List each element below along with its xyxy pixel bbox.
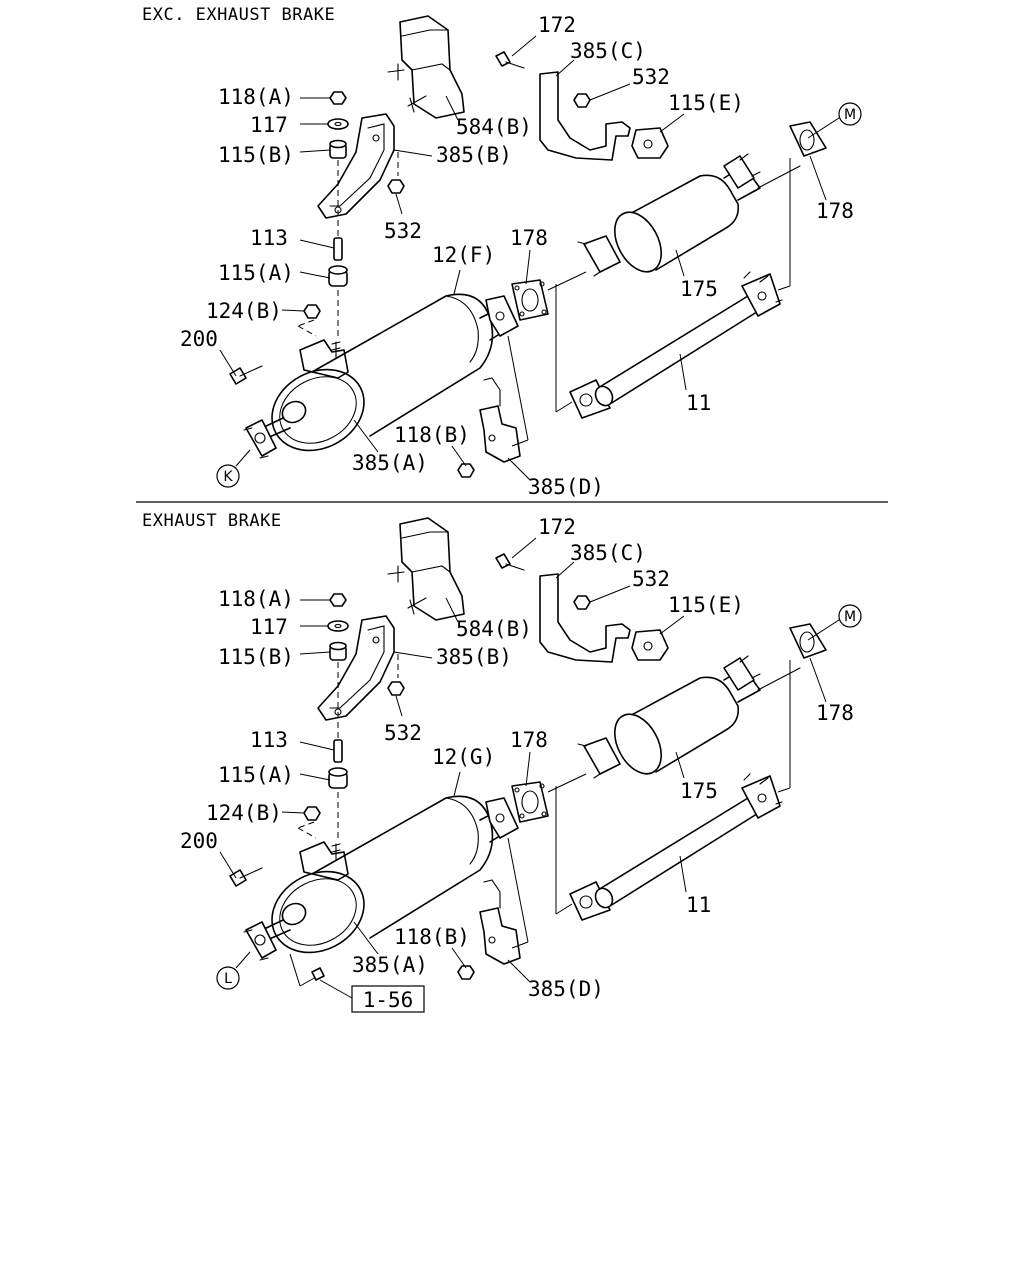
label-124b: 124(B) — [206, 801, 282, 825]
label-113: 113 — [250, 728, 288, 752]
label-178-left: 178 — [510, 226, 548, 250]
label-385c: 385(C) — [570, 39, 646, 63]
label-118b: 118(B) — [394, 925, 470, 949]
label-385a: 385(A) — [352, 953, 428, 977]
label-11: 11 — [686, 893, 711, 917]
ref-inlet-letter: M — [844, 107, 856, 123]
label-385b: 385(B) — [436, 645, 512, 669]
label-118b: 118(B) — [394, 423, 470, 447]
label-115e: 115(E) — [668, 91, 744, 115]
section-title: EXC. EXHAUST BRAKE — [142, 5, 335, 25]
ref-inlet-letter: M — [844, 609, 856, 625]
brake-leader — [289, 953, 301, 987]
label-115a: 115(A) — [218, 261, 294, 285]
label-532-left: 532 — [384, 219, 422, 243]
ref-circle-outlet — [216, 966, 240, 990]
label-175: 175 — [680, 277, 718, 301]
label-178-left: 178 — [510, 728, 548, 752]
page-ref-text: 1-56 — [363, 988, 414, 1012]
label-532-left: 532 — [384, 721, 422, 745]
page-ref-box[interactable] — [351, 985, 425, 1013]
label-178-right: 178 — [816, 199, 854, 223]
label-117: 117 — [250, 113, 288, 137]
label-200: 200 — [180, 327, 218, 351]
label-115e: 115(E) — [668, 593, 744, 617]
label-12: 12(F) — [432, 243, 495, 267]
label-200: 200 — [180, 829, 218, 853]
label-178-right: 178 — [816, 701, 854, 725]
label-118a: 118(A) — [218, 85, 294, 109]
label-115a: 115(A) — [218, 763, 294, 787]
label-385d: 385(D) — [528, 977, 604, 1001]
label-584b: 584(B) — [456, 617, 532, 641]
label-113: 113 — [250, 226, 288, 250]
label-532-right: 532 — [632, 567, 670, 591]
label-175: 175 — [680, 779, 718, 803]
section-exhaust-brake: EXHAUST BRAKE 118(A) 117 115(B) 113 115(… — [142, 511, 862, 1013]
label-385c: 385(C) — [570, 541, 646, 565]
label-532-right: 532 — [632, 65, 670, 89]
brake-gasket — [311, 967, 325, 981]
ref-circle-outlet — [216, 464, 240, 488]
label-172: 172 — [538, 515, 576, 539]
section-title: EXHAUST BRAKE — [142, 511, 282, 531]
label-172: 172 — [538, 13, 576, 37]
label-385b: 385(B) — [436, 143, 512, 167]
label-385d: 385(D) — [528, 475, 604, 499]
label-11: 11 — [686, 391, 711, 415]
label-385a: 385(A) — [352, 451, 428, 475]
label-118a: 118(A) — [218, 587, 294, 611]
label-115b: 115(B) — [218, 645, 294, 669]
ref-box-leader — [319, 979, 353, 999]
section-exc-exhaust-brake: EXC. EXHAUST BRAKE 118(A) 117 115(B) 113… — [142, 5, 862, 499]
label-584b: 584(B) — [456, 115, 532, 139]
ref-circle-inlet — [838, 604, 862, 628]
label-115b: 115(B) — [218, 143, 294, 167]
label-124b: 124(B) — [206, 299, 282, 323]
ref-outlet-letter: L — [224, 971, 232, 987]
ref-outlet-letter: K — [223, 469, 233, 485]
label-117: 117 — [250, 615, 288, 639]
ref-circle-inlet — [838, 102, 862, 126]
label-12: 12(G) — [432, 745, 495, 769]
